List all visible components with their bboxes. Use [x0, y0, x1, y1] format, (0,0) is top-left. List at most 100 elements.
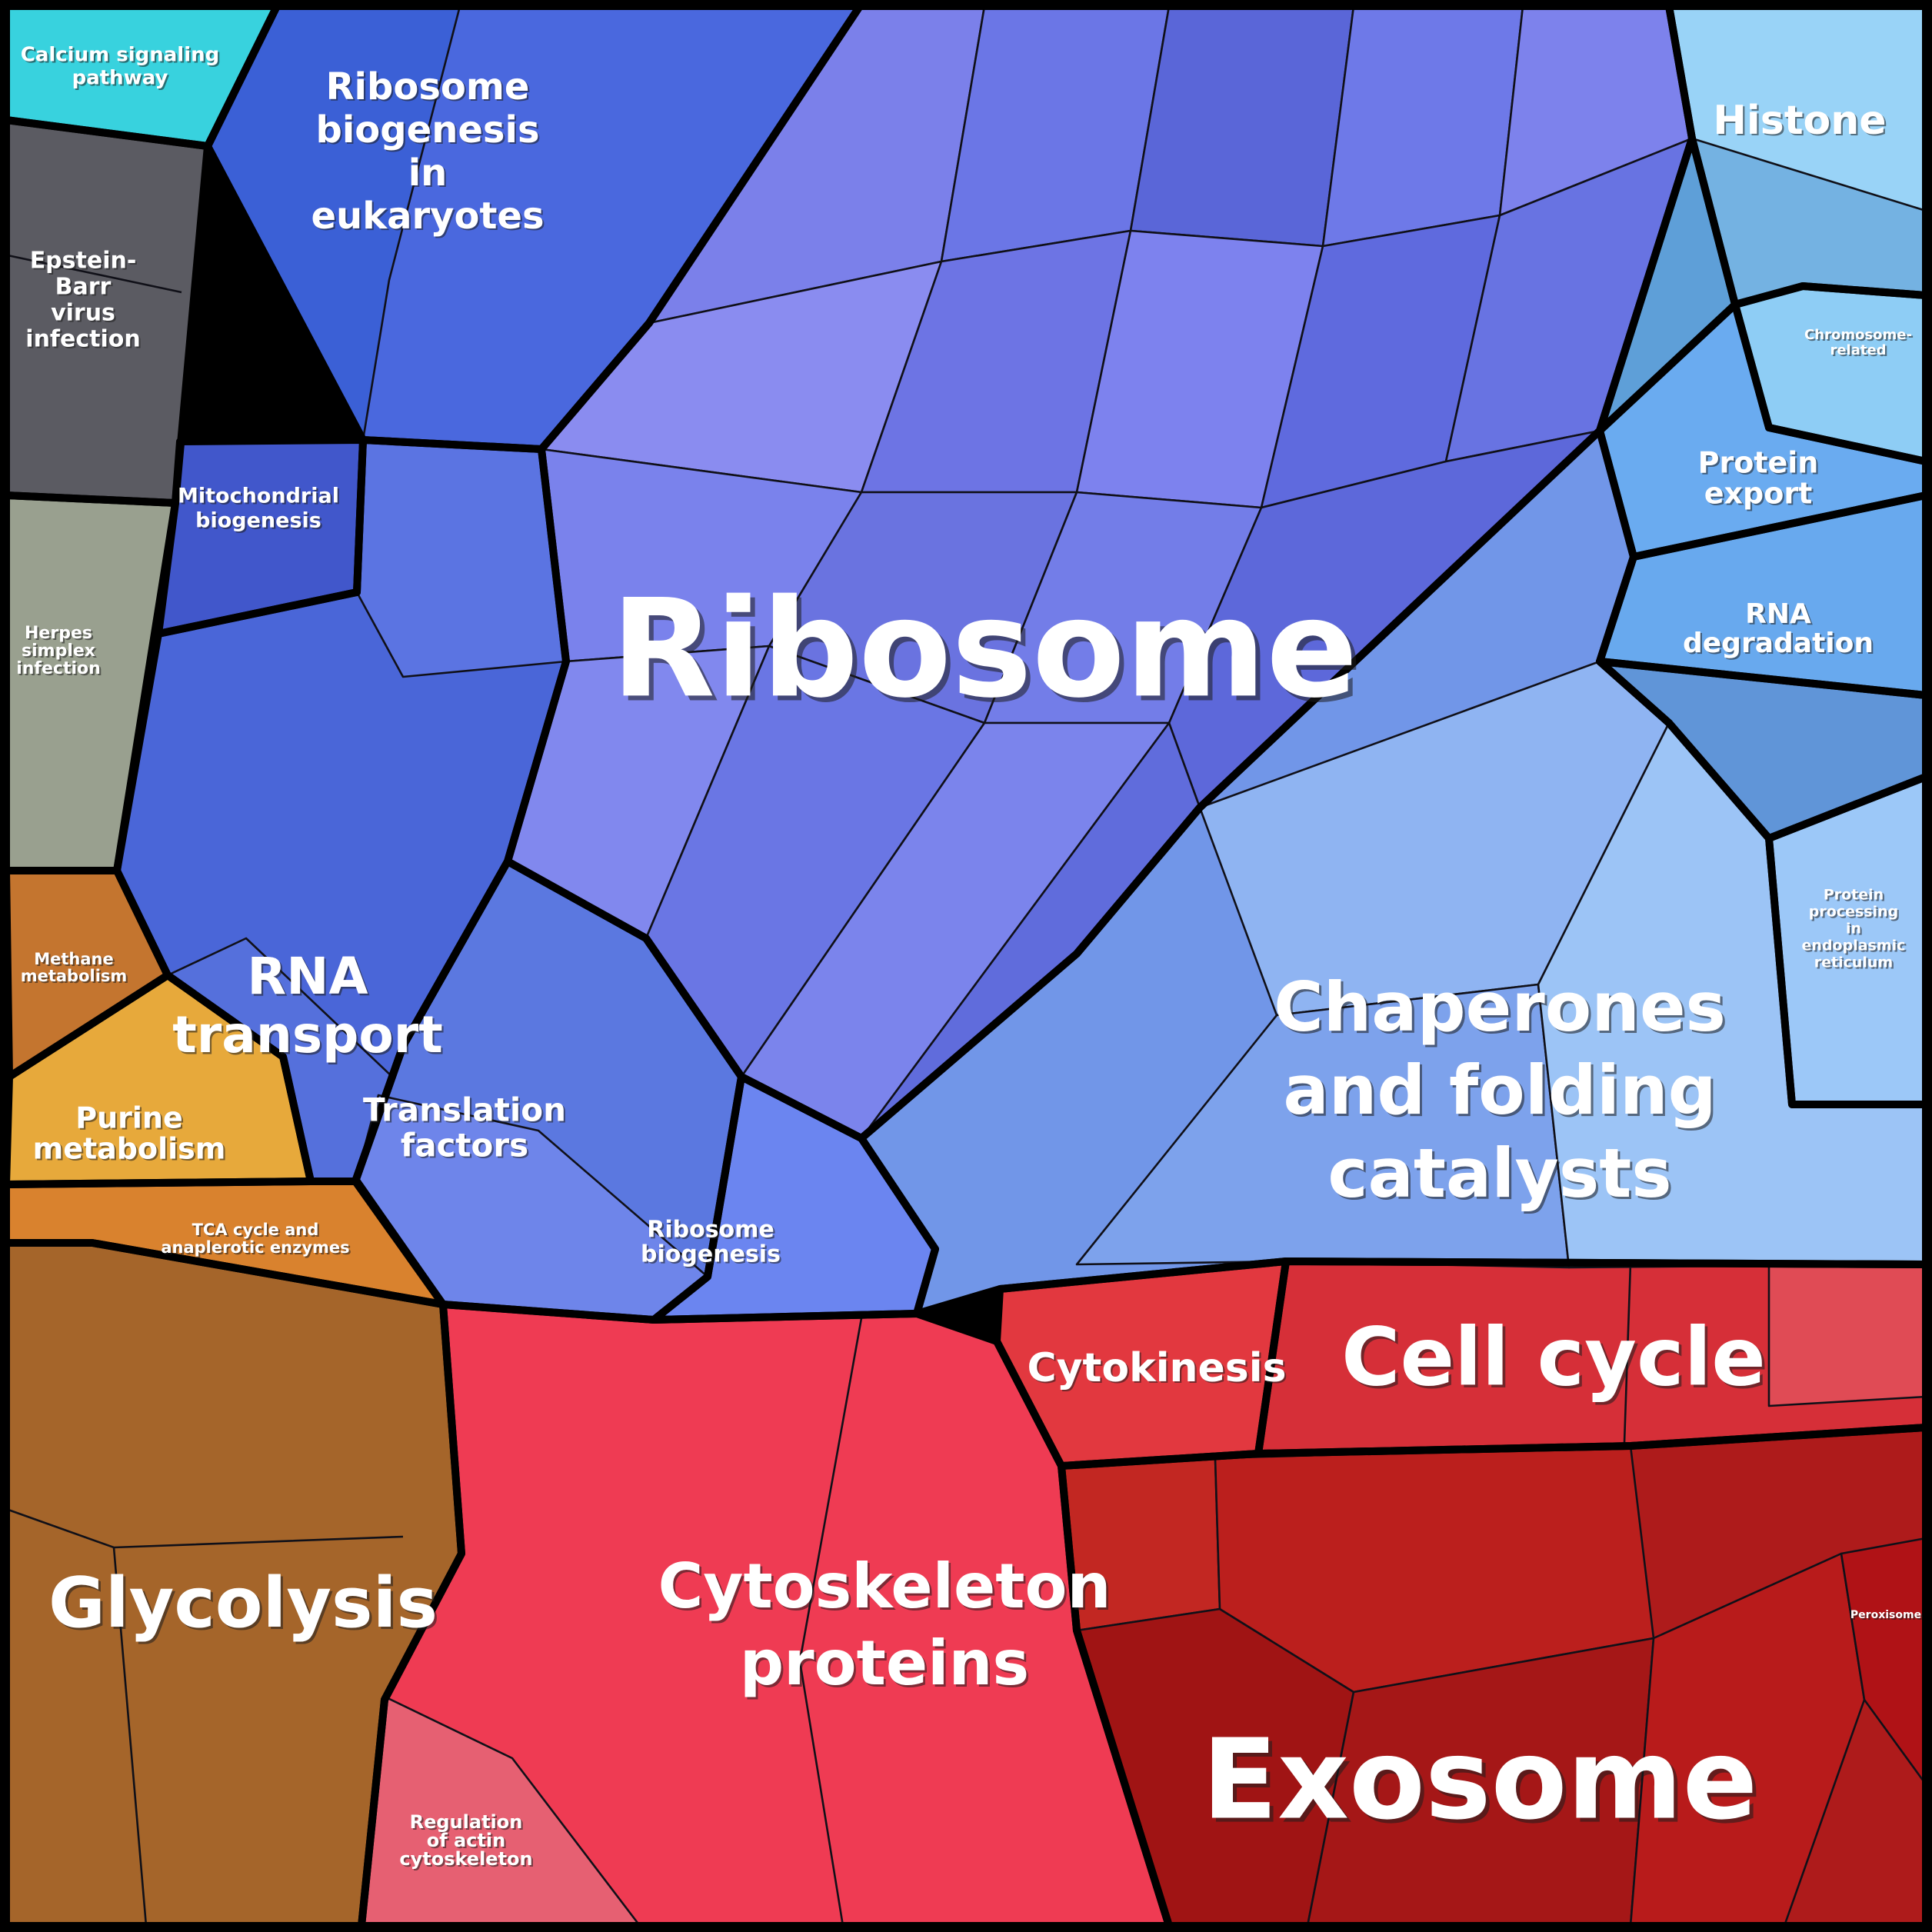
region-chromosome: [1735, 286, 1926, 461]
label-shadow-mitobio: biogenesis: [197, 511, 323, 535]
label-shadow-epstein: Epstein-: [32, 249, 138, 276]
label-rnadegradation: RNA: [1745, 598, 1811, 630]
label-shadow-herpes: Herpes: [26, 625, 94, 645]
label-rbie: eukaryotes: [311, 195, 544, 238]
region-purine: [6, 975, 311, 1184]
label-shadow-peroxisome: Peroxisome: [1852, 1611, 1923, 1623]
label-shadow-chaperones: Chaperones: [1276, 970, 1728, 1049]
region-cytokinesis: [997, 1261, 1286, 1466]
label-shadow-rbie: Ribosome: [328, 67, 531, 110]
label-cytoskeleton: Cytoskeleton: [658, 1551, 1111, 1622]
label-shadow-translationfactors: factors: [402, 1128, 530, 1166]
label-shadow-rnatransport: RNA: [249, 948, 370, 1008]
label-shadow-rbie: in: [410, 153, 449, 196]
subcell-rnat-top: [355, 438, 568, 678]
subline-cellcycle-line: [1623, 1262, 1632, 1444]
subline-cytoskel-line: [798, 1317, 863, 1927]
label-shadow-proteinprocessing: endoplasmic: [1804, 939, 1907, 956]
label-shadow-cytoskeleton: Cytoskeleton: [660, 1553, 1113, 1624]
region-proteinexport: [1600, 305, 1926, 557]
label-shadow-rnatransport: transport: [175, 1007, 445, 1066]
region-methane: [6, 871, 168, 1077]
label-rnatransport: RNA: [247, 947, 368, 1006]
region-calcium: [6, 6, 277, 146]
label-tca: TCA cycle and: [192, 1221, 319, 1239]
label-shadow-ribobiosmall: Ribosome: [648, 1218, 776, 1245]
label-peroxisome: Peroxisome: [1850, 1609, 1921, 1621]
label-proteinprocessing: processing: [1809, 904, 1898, 921]
label-mitobio: Mitochondrial: [178, 485, 339, 508]
label-shadow-epstein: infection: [27, 328, 142, 355]
label-shadow-mitobio: Mitochondrial: [179, 486, 341, 510]
label-shadow-tca: anaplerotic enzymes: [163, 1240, 351, 1258]
label-shadow-rbie: biogenesis: [318, 110, 541, 153]
label-regact: of actin: [427, 1830, 506, 1851]
label-shadow-rnadegradation: RNA: [1747, 600, 1813, 631]
subline-glyc-line-b: [112, 1547, 148, 1927]
label-histone: Histone: [1713, 98, 1886, 144]
label-shadow-herpes: infection: [18, 661, 102, 680]
label-shadow-rnadegradation: degradation: [1684, 629, 1875, 661]
label-calcium: Calcium signaling: [21, 44, 220, 67]
label-herpes: Herpes: [25, 624, 92, 643]
label-purine: Purine: [75, 1101, 183, 1135]
label-epstein: Barr: [55, 274, 112, 301]
label-regact: Regulation: [410, 1811, 523, 1833]
region-mitobio: [158, 440, 363, 634]
label-shadow-proteinprocessing: in: [1847, 922, 1863, 939]
label-shadow-calcium: Calcium signaling: [22, 45, 222, 68]
label-shadow-epstein: virus: [52, 301, 117, 328]
label-ribobiosmall: Ribosome: [647, 1217, 774, 1244]
region-glycolysis: [6, 1243, 461, 1926]
label-methane: metabolism: [21, 967, 128, 985]
label-shadow-ribosome: Ribosome: [616, 575, 1363, 732]
border-cytoskeleton: [358, 1301, 1173, 1930]
region-tca: [6, 1181, 443, 1304]
label-shadow-translationfactors: Translation: [365, 1093, 568, 1131]
label-shadow-chaperones: and folding: [1285, 1053, 1718, 1132]
label-epstein: Epstein-: [30, 248, 137, 275]
label-shadow-chromosome: related: [1832, 344, 1888, 360]
label-shadow-purine: Purine: [77, 1103, 185, 1137]
label-shadow-regact: cytoskeleton: [401, 1850, 535, 1871]
label-shadow-ribobiosmall: biogenesis: [642, 1243, 782, 1270]
label-shadow-cellcycle: Cell cycle: [1344, 1313, 1769, 1407]
label-shadow-chaperones: catalysts: [1330, 1136, 1674, 1215]
label-translationfactors: factors: [401, 1127, 528, 1164]
label-mitobio: biogenesis: [195, 509, 321, 533]
label-shadow-rbie: eukaryotes: [313, 196, 546, 239]
label-shadow-regact: Regulation: [411, 1813, 525, 1834]
label-proteinexport: Protein: [1698, 446, 1819, 480]
label-chaperones: Chaperones: [1274, 968, 1726, 1047]
subcell-cellcycle-right: [1767, 1260, 1927, 1407]
label-shadow-methane: Methane: [35, 951, 115, 970]
region-epstein: [6, 120, 208, 503]
label-shadow-proteinprocessing: reticulum: [1816, 956, 1894, 973]
label-shadow-proteinprocessing: Protein: [1825, 888, 1885, 905]
label-shadow-herpes: simplex: [23, 643, 97, 662]
region-wedge: [1600, 138, 1735, 431]
label-shadow-histone: Histone: [1715, 99, 1888, 145]
label-shadow-chromosome: Chromosome-: [1806, 328, 1914, 345]
label-shadow-purine: metabolism: [35, 1134, 228, 1168]
label-proteinprocessing: Protein: [1824, 887, 1884, 904]
region-ribobiosmall: [654, 1077, 935, 1320]
subcell-rib-c4: [1321, 5, 1524, 248]
label-herpes: simplex: [22, 641, 95, 661]
label-translationfactors: Translation: [363, 1091, 566, 1129]
label-shadow-glycolysis: Glycolysis: [51, 1565, 440, 1646]
label-shadow-cytoskeleton: proteins: [742, 1630, 1031, 1701]
label-shadow-proteinexport: export: [1706, 478, 1814, 512]
label-calcium: pathway: [72, 67, 168, 90]
label-shadow-tca: TCA cycle and: [194, 1222, 321, 1241]
label-rbie: biogenesis: [315, 108, 539, 152]
label-methane: Methane: [34, 950, 114, 968]
region-rnadegradation: [1600, 495, 1926, 695]
region-herpes: [6, 495, 175, 871]
label-rnatransport: transport: [172, 1005, 443, 1064]
label-cytokinesis: Cytokinesis: [1027, 1345, 1286, 1391]
label-shadow-exosome: Exosome: [1206, 1719, 1762, 1848]
